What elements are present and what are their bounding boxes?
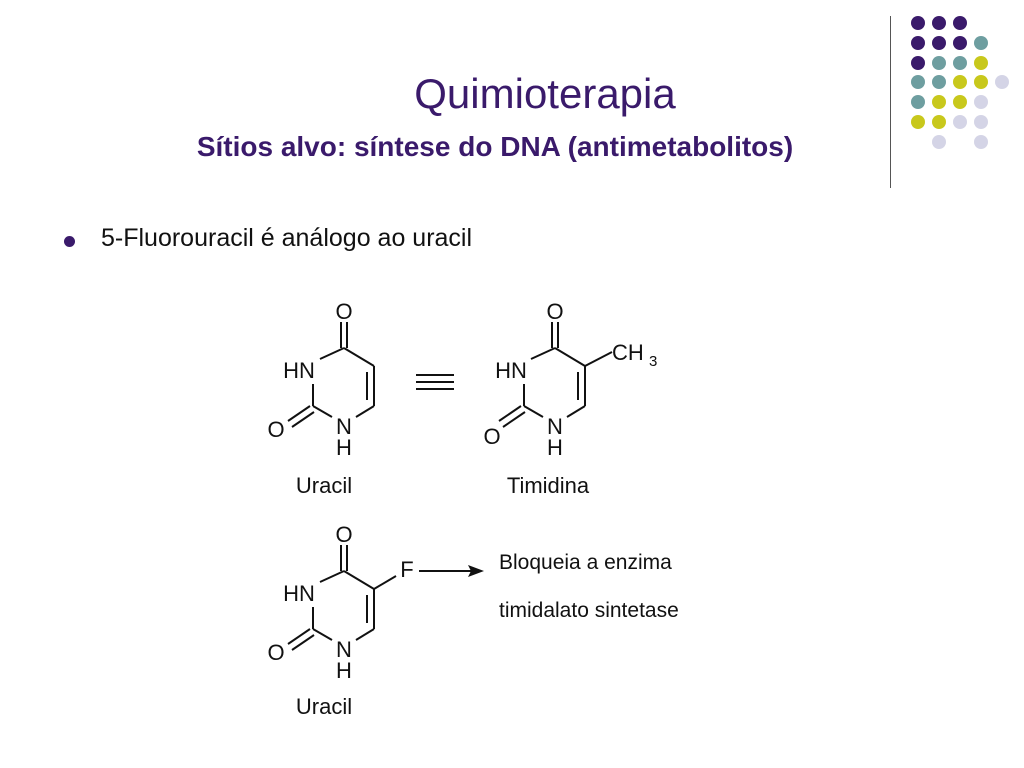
atom-label: O [483,424,500,449]
decorative-dot [911,95,925,110]
structure-caption: Uracil [296,473,352,498]
atom-label: O [546,299,563,324]
decorative-dot [911,16,925,30]
decorative-dot [953,16,967,30]
atom-label: N [336,637,352,662]
decorative-dot [932,95,946,110]
bullet-icon [64,236,75,247]
annotation-text: Bloqueia a enzima [499,551,672,574]
decorative-dot [974,35,988,50]
decorative-dot [911,115,925,129]
atom-label: O [267,417,284,442]
decorative-dot-grid [0,0,1024,200]
decorative-dot [953,115,967,129]
decorative-dot [974,95,988,110]
atom-label: H [547,435,563,460]
bullet-item: 5-Fluorouracil é análogo ao uracil [101,224,473,252]
arrow-head [468,565,484,577]
atom-label: HN [283,581,315,606]
atom-label: N [336,414,352,439]
header-divider-line [890,16,891,188]
page-subtitle: Sítios alvo: síntese do DNA (antimetabol… [196,131,794,162]
atom-label: O [267,640,284,665]
decorative-dot [911,55,925,70]
atom-label: HN [495,358,527,383]
structure-caption: Uracil [296,694,352,719]
decorative-dot [953,55,967,70]
decorative-dot [995,75,1009,90]
decorative-dot [932,35,946,50]
atom-label: H [336,658,352,683]
decorative-dot [953,35,967,50]
decorative-dot [974,115,988,129]
decorative-dot [911,75,925,90]
structure-caption: Timidina [507,473,590,498]
decorative-dot [932,75,946,90]
atom-label: O [335,522,352,547]
decorative-dot [932,55,946,70]
annotation-text: timidalato sintetase [499,599,679,622]
decorative-dot [953,75,967,90]
decorative-dot [932,115,946,129]
atom-label: F [400,557,413,582]
decorative-dot [932,16,946,30]
atom-label: 3 [649,353,657,370]
equivalence-symbol: ≡ [0,0,1,1]
atom-label: H [336,435,352,460]
decorative-dot [911,35,925,50]
decorative-dot [974,55,988,70]
page-title: Quimioterapia [414,70,676,117]
atom-label: HN [283,358,315,383]
decorative-dot [974,75,988,90]
decorative-dot [953,95,967,110]
atom-label: CH [612,340,644,365]
atom-label: N [547,414,563,439]
decorative-dot [932,134,946,149]
decorative-dot [974,134,988,149]
atom-label: O [335,299,352,324]
